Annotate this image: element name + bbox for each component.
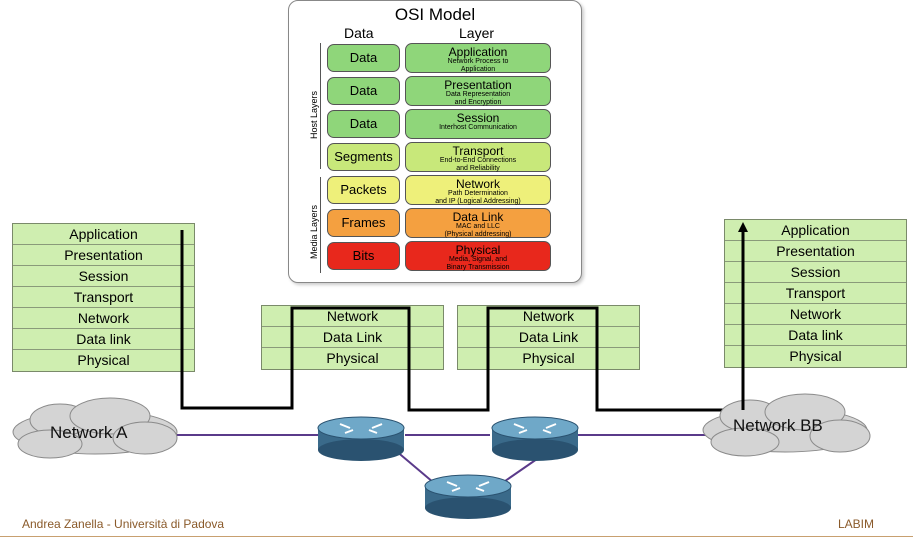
osi-data-unit: Bits bbox=[327, 242, 400, 270]
osi-data-unit: Frames bbox=[327, 209, 400, 237]
cloud-a-icon bbox=[12, 397, 178, 459]
col-header-data: Data bbox=[344, 25, 374, 41]
osi-layer-name: Presentation bbox=[444, 78, 512, 92]
osi-layer-desc: Path Determination bbox=[448, 190, 508, 197]
router-2-icon bbox=[491, 416, 579, 461]
col-header-layer: Layer bbox=[459, 25, 495, 41]
stack-layer: Application bbox=[725, 220, 906, 241]
stack-layer: Network bbox=[725, 304, 906, 325]
stack-layer: Data link bbox=[13, 329, 194, 350]
osi-data-unit: Data bbox=[327, 44, 400, 72]
osi-layer-desc: Network Process to bbox=[447, 58, 509, 65]
stack-layer: Application bbox=[13, 224, 194, 245]
host-bracket bbox=[320, 43, 321, 169]
stack-layer: Transport bbox=[725, 283, 906, 304]
osi-data-unit: Packets bbox=[327, 176, 400, 204]
osi-layer-desc: and IP (Logical Addressing) bbox=[435, 198, 521, 205]
router-3-icon bbox=[424, 474, 512, 519]
osi-layer-name: Session bbox=[456, 111, 500, 125]
stack-layer: Data Link bbox=[262, 327, 443, 348]
stack-layer: Session bbox=[13, 266, 194, 287]
osi-data-unit: Segments bbox=[327, 143, 400, 171]
stack-layer: Presentation bbox=[725, 241, 906, 262]
network-bb-label: Network BB bbox=[733, 416, 823, 435]
osi-layer-desc: End-to-End Connections bbox=[439, 157, 517, 164]
osi-layer-desc: and Reliability bbox=[456, 165, 500, 172]
stack-layer: Presentation bbox=[13, 245, 194, 266]
osi-layer-desc: Application bbox=[460, 66, 496, 73]
footer-divider bbox=[0, 536, 913, 537]
osi-layer-desc: Interhost Communication bbox=[439, 124, 517, 131]
network-a-label: Network A bbox=[50, 423, 128, 442]
osi-layer-desc: Media, Signal, and bbox=[449, 256, 507, 263]
stack-layer: Physical bbox=[725, 346, 906, 367]
router-1-icon bbox=[317, 416, 405, 461]
stack-layer: Network bbox=[458, 306, 639, 327]
osi-layer-desc: Data Representation bbox=[445, 91, 511, 98]
stack-layer: Physical bbox=[13, 350, 194, 371]
footer-author: Andrea Zanella - Università di Padova bbox=[22, 517, 225, 531]
stack-layer: Network bbox=[262, 306, 443, 327]
footer-lab: LABIM bbox=[838, 517, 875, 531]
stack-layer: Transport bbox=[13, 287, 194, 308]
osi-layer-name: Transport bbox=[452, 144, 504, 158]
media-bracket bbox=[320, 177, 321, 273]
stack-layer: Data Link bbox=[458, 327, 639, 348]
osi-data-unit: Data bbox=[327, 77, 400, 105]
osi-layer-desc: (Physical addressing) bbox=[444, 231, 512, 238]
osi-title: OSI Model bbox=[394, 5, 476, 24]
osi-data-unit: Data bbox=[327, 110, 400, 138]
data-path bbox=[180, 226, 745, 412]
stack-layer: Network bbox=[13, 308, 194, 329]
osi-layer-name: Data Link bbox=[452, 210, 504, 224]
stack-layer: Data link bbox=[725, 325, 906, 346]
osi-model-panel: OSI Model Data Layer Host Layers Media L… bbox=[288, 0, 582, 283]
osi-layer-desc: MAC and LLC bbox=[456, 223, 500, 230]
stack-layer: Physical bbox=[262, 348, 443, 369]
osi-layer-desc: Binary Transmission bbox=[446, 264, 510, 271]
cloud-bb-icon bbox=[702, 393, 871, 457]
stack-layer: Session bbox=[725, 262, 906, 283]
osi-layer-name: Network bbox=[455, 177, 500, 191]
stack-layer: Physical bbox=[458, 348, 639, 369]
osi-layer-name: Application bbox=[448, 45, 508, 59]
osi-layer-desc: and Encryption bbox=[454, 99, 502, 106]
osi-layer-name: Physical bbox=[455, 243, 501, 257]
